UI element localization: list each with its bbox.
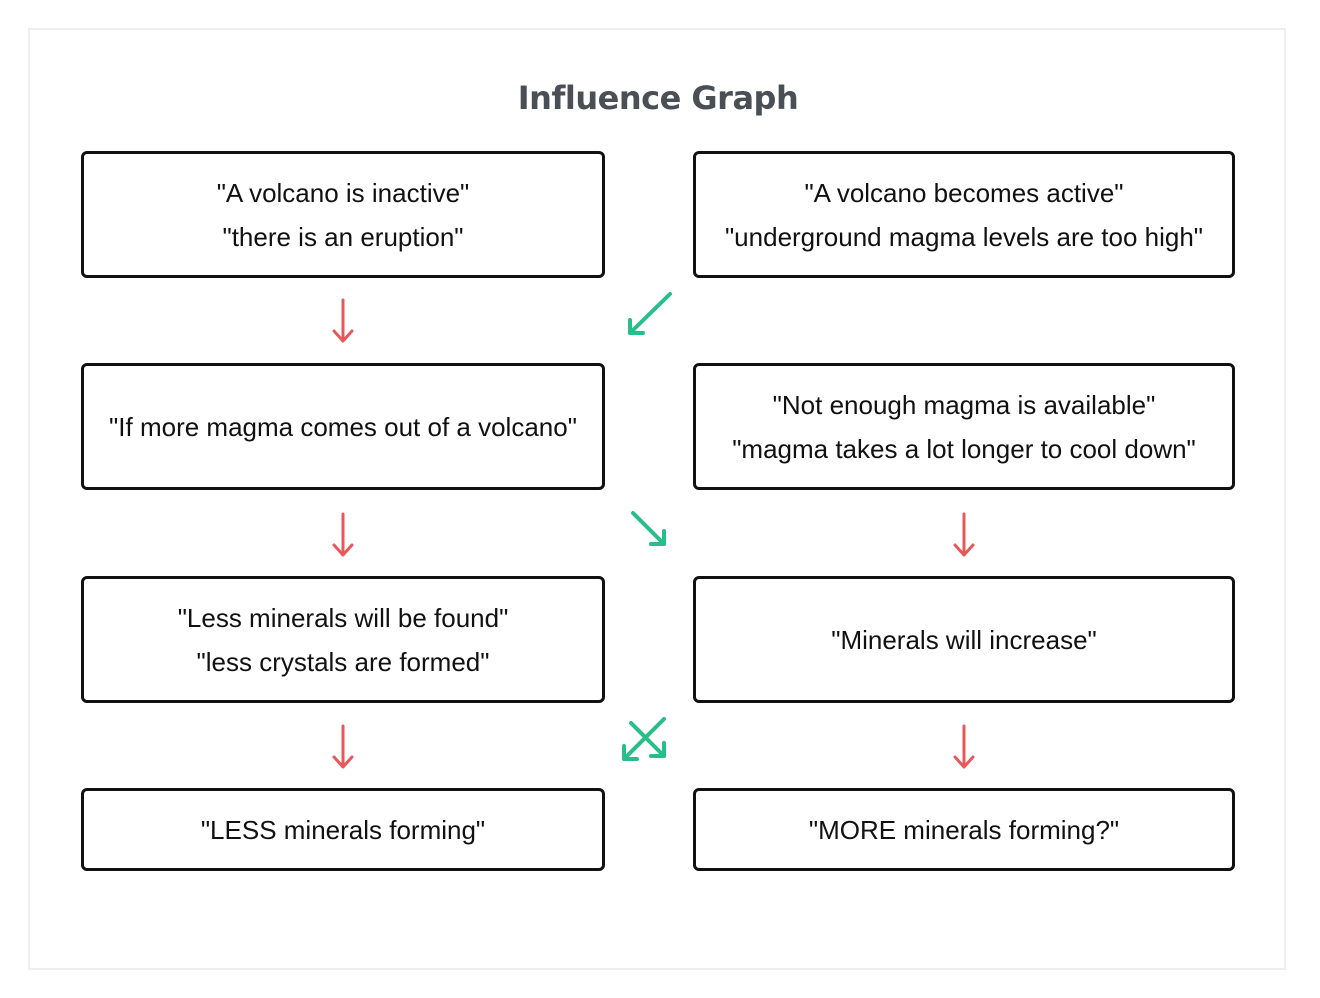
node-bottom-right: "MORE minerals forming?"	[693, 788, 1235, 871]
node-text: "Less minerals will be found"	[177, 602, 509, 633]
down-arrow-icon	[953, 512, 975, 557]
node-text: "Minerals will increase"	[831, 624, 1097, 655]
diagonal-down-left-arrow-icon	[628, 292, 672, 335]
down-arrow-icon	[332, 724, 354, 769]
node-top-right: "A volcano becomes active" "underground …	[693, 151, 1235, 278]
node-text: "A volcano becomes active"	[804, 177, 1124, 208]
node-mid-left: "If more magma comes out of a volcano"	[81, 363, 605, 490]
down-arrow-icon	[332, 512, 354, 557]
diagram-frame	[28, 28, 1286, 970]
node-mid-right: "Not enough magma is available" "magma t…	[693, 363, 1235, 490]
node-bottom-left: "LESS minerals forming"	[81, 788, 605, 871]
diagonal-down-left-arrow-icon	[622, 717, 666, 761]
down-arrow-icon	[953, 724, 975, 769]
node-text: "MORE minerals forming?"	[808, 814, 1120, 845]
diagonal-down-right-arrow-icon	[629, 721, 666, 758]
node-text: "underground magma levels are too high"	[724, 221, 1204, 252]
node-text: "magma takes a lot longer to cool down"	[732, 433, 1196, 464]
node-top-left: "A volcano is inactive" "there is an eru…	[81, 151, 605, 278]
node-low-right: "Minerals will increase"	[693, 576, 1235, 703]
node-text: "Not enough magma is available"	[772, 389, 1156, 420]
diagram-title: Influence Graph	[517, 79, 799, 117]
node-text: "less crystals are formed"	[196, 646, 490, 677]
node-text: "there is an eruption"	[222, 221, 464, 252]
node-text: "LESS minerals forming"	[200, 814, 486, 845]
diagonal-down-right-arrow-icon	[631, 511, 666, 546]
node-text: "If more magma comes out of a volcano"	[109, 411, 577, 442]
down-arrow-icon	[332, 298, 354, 343]
node-text: "A volcano is inactive"	[216, 177, 470, 208]
node-low-left: "Less minerals will be found" "less crys…	[81, 576, 605, 703]
